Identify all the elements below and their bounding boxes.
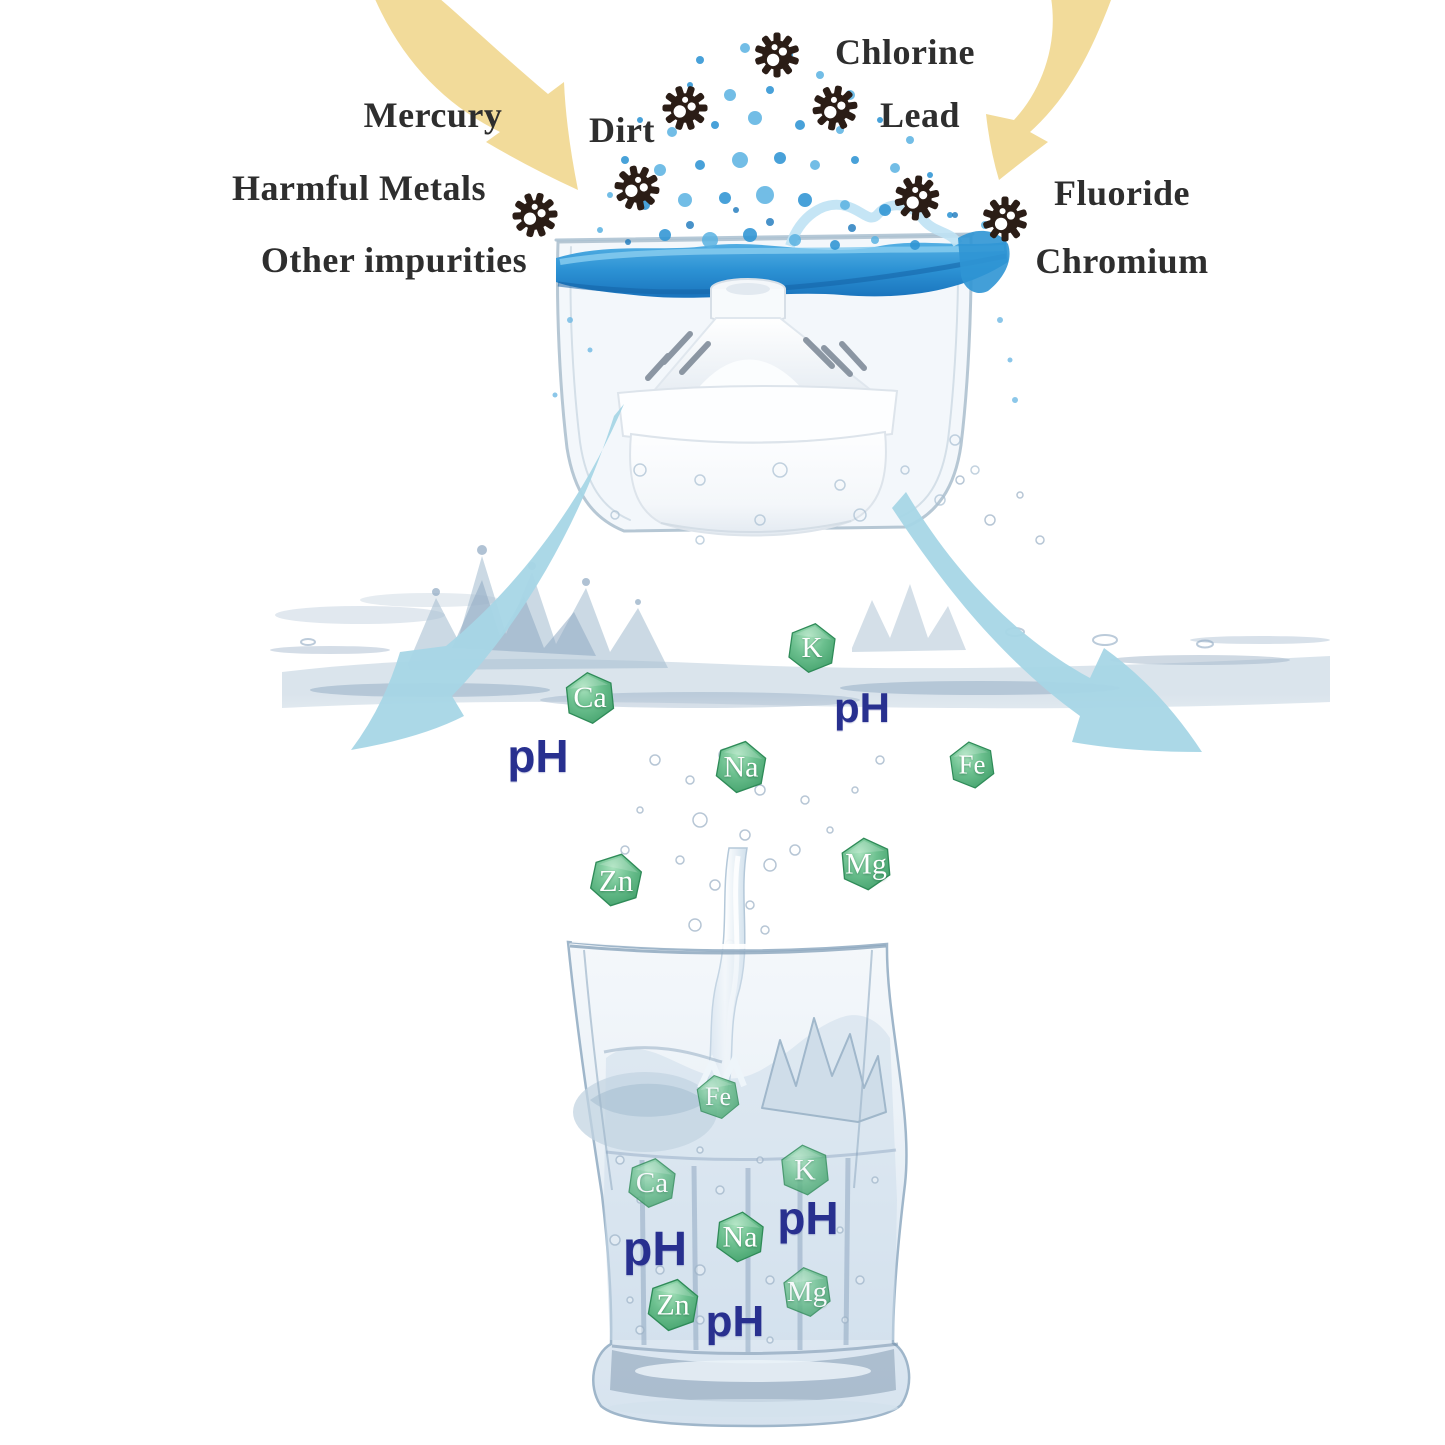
gear-icon: [982, 196, 1029, 243]
glass-mineral-hex-fe: Fe: [694, 1071, 742, 1123]
glass-mineral-hex-zn: Zn: [645, 1274, 702, 1336]
filtered-arrow-left-icon: [351, 404, 624, 750]
impurity-label-harmful-metals: Harmful Metals: [232, 168, 486, 208]
impurity-label-mercury: Mercury: [363, 95, 503, 135]
mineral-hex-na: Na: [713, 736, 770, 798]
mineral-hex-k: K: [785, 620, 839, 676]
ph-label: pH: [507, 730, 569, 782]
ph-label: pH: [777, 1192, 839, 1244]
dirty-water-splash: [552, 43, 1018, 403]
mineral-hex-ca: Ca: [562, 669, 618, 727]
ph-label: pH: [834, 684, 890, 731]
ph-label: pH: [623, 1223, 687, 1276]
filter-cartridge: [610, 278, 980, 545]
glass-mineral-hex-ca: Ca: [625, 1155, 679, 1211]
bubble-trail: [620, 475, 1045, 951]
glass-mineral-hex-mg: Mg: [780, 1264, 834, 1320]
impurity-label-dirt: Dirt: [589, 110, 655, 150]
glass-mineral-hex-na: Na: [713, 1209, 768, 1265]
contaminant-arrow-left-icon: [375, 0, 578, 190]
impurity-label-chlorine: Chlorine: [834, 32, 976, 72]
mineral-hex-fe: Fe: [947, 738, 998, 792]
mineral-hex-mg: Mg: [838, 835, 895, 893]
mineral-hex-zn: Zn: [587, 848, 645, 912]
gear-icon: [808, 81, 862, 135]
ph-label: pH: [705, 1297, 765, 1346]
impurity-label-other-impurities: Other impurities: [260, 240, 528, 280]
water-glass: [566, 937, 911, 1428]
gear-icon: [754, 32, 801, 79]
impurity-label-chromium: Chromium: [1035, 241, 1209, 281]
filtered-arrow-right-icon: [892, 492, 1202, 752]
glass-mineral-hex-k: K: [778, 1142, 833, 1198]
impurity-label-fluoride: Fluoride: [1054, 173, 1190, 213]
contaminant-arrow-right-icon: [986, 0, 1111, 180]
gear-icon: [892, 173, 943, 224]
impurity-label-lead: Lead: [879, 95, 961, 135]
